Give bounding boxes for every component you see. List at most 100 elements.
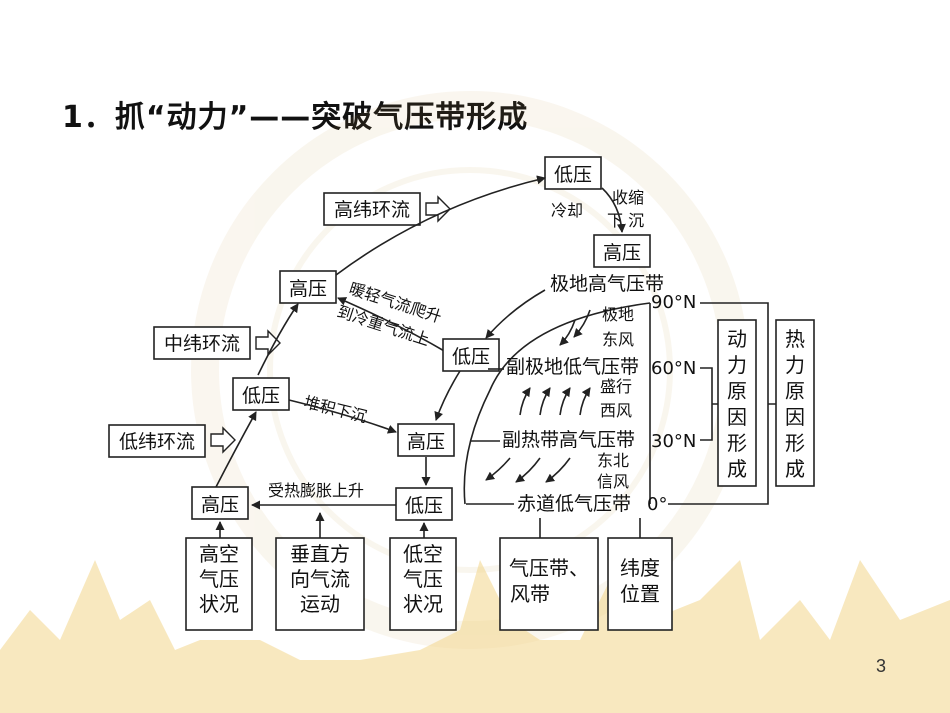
vertical-motion-line-3: 运动 [300, 592, 340, 616]
dynamic-line-5: 形 [727, 431, 747, 455]
upper-low-lat-flow [288, 399, 397, 434]
lower-pressure-state-box [389, 537, 457, 631]
westerly-wind-arrow-3 [559, 387, 571, 416]
dynamic-line-4: 因 [727, 405, 747, 429]
polar-surface-flow [485, 289, 546, 339]
mid-low-left-box [232, 377, 290, 411]
heat-rise-label: 受热膨胀上升 [268, 481, 364, 500]
thermal-line-4: 因 [785, 405, 805, 429]
top-low-box [544, 156, 602, 190]
mid-lat-hollow-arrow [255, 329, 281, 357]
belts-line-2: 风带 [510, 582, 550, 606]
low-lat-hollow-arrow [210, 426, 236, 454]
vertical-motion-line-1: 垂直方 [290, 542, 350, 566]
lower-state-line-1: 低空 [403, 542, 443, 566]
pressure-wind-belts-box [499, 537, 599, 631]
high-lat-hollow-arrow [425, 195, 451, 223]
polar-east-wind-arrow-2 [573, 309, 591, 338]
decorative-flame-strip [0, 560, 950, 713]
upper-high-left-label: 高压 [289, 278, 327, 300]
westerly-wind-arrow-2 [539, 387, 551, 416]
top-high-label: 高压 [603, 242, 641, 264]
mid-high-right-box [397, 423, 455, 457]
equatorial-low-belt-label: 赤道低气压带 [517, 493, 631, 515]
thermal-line-1: 热 [785, 327, 805, 351]
bottom-low-box [395, 487, 453, 521]
mid-low-right-box [442, 338, 500, 372]
slide-heading: 1．抓“动力”——突破气压带形成 [62, 100, 529, 135]
mid-lat-circulation-label: 中纬环流 [164, 333, 240, 355]
trade-wind-arrow-1 [485, 457, 511, 481]
thermal-line-2: 力 [785, 353, 805, 377]
lat-90-label: 90°N [651, 292, 696, 313]
mid-low-right-label: 低压 [452, 346, 490, 368]
dynamic-line-2: 力 [727, 353, 747, 377]
top-high-box [593, 234, 651, 268]
high-cell-upper-flow [335, 175, 546, 276]
thermal-bracket [668, 302, 776, 505]
low-lat-circulation-label: 低纬环流 [119, 431, 195, 453]
trade-wind-arrow-2 [515, 457, 541, 483]
thermal-line-6: 成 [785, 457, 805, 481]
mid-high-right-label: 高压 [407, 431, 445, 453]
lower-state-line-3: 状况 [403, 592, 443, 616]
polar-high-belt-label: 极地高气压带 [550, 273, 664, 295]
latitude-line-2: 位置 [620, 582, 660, 606]
low-cell-left-flow [215, 411, 257, 488]
upper-state-line-1: 高空 [199, 542, 239, 566]
dynamic-bracket [700, 367, 718, 441]
upper-high-left-box [279, 270, 337, 304]
ne-trade-label-2: 信风 [597, 472, 629, 491]
polar-east-wind-arrow-1 [559, 319, 576, 346]
cool-label: 冷却 [551, 201, 583, 220]
top-low-label: 低压 [554, 164, 592, 186]
trade-wind-arrow-3 [545, 457, 571, 483]
dynamic-line-6: 成 [727, 457, 747, 481]
upper-state-line-2: 气压 [199, 567, 239, 591]
subpolar-low-belt-label: 副极地低气压带 [506, 356, 639, 378]
vertical-motion-box [275, 537, 365, 631]
pile-down-label: 堆积下沉 [302, 392, 369, 426]
shrink-label-1: 收缩 [612, 188, 644, 207]
belts-line-1: 气压带、 [509, 556, 589, 580]
mid-lat-circulation-box [153, 326, 251, 360]
bottom-high-box [191, 486, 249, 520]
upper-state-line-3: 状况 [199, 592, 239, 616]
thermal-line-3: 原 [785, 379, 805, 403]
vertical-motion-line-2: 向气流 [290, 567, 350, 591]
low-lat-circulation-box [108, 424, 206, 458]
lat-30-label: 30°N [651, 431, 696, 452]
lat-0-label: 0° [647, 494, 667, 515]
high-lat-circulation-box [323, 192, 421, 226]
subtropical-high-belt-label: 副热带高气压带 [502, 429, 635, 451]
polar-east-label-1: 极地 [602, 305, 634, 324]
mid-low-left-label: 低压 [242, 385, 280, 407]
bottom-high-label: 高压 [201, 494, 239, 516]
westerly-label-1: 盛行 [600, 377, 632, 396]
westerly-wind-arrow-1 [519, 387, 531, 416]
dynamic-line-3: 原 [727, 379, 747, 403]
dynamic-line-1: 动 [727, 327, 747, 351]
sink-arrow [601, 187, 626, 233]
mid-cell-right-flow [434, 370, 461, 421]
bottom-low-label: 低压 [405, 495, 443, 517]
mid-cell-left-flow [257, 303, 299, 376]
page-number: 3 [876, 656, 887, 676]
upper-pressure-state-box [185, 537, 253, 631]
ne-trade-label-1: 东北 [597, 451, 629, 470]
high-lat-circulation-label: 高纬环流 [334, 199, 410, 221]
latitude-position-box [607, 537, 673, 631]
lat-60-label: 60°N [651, 358, 696, 379]
lower-state-line-2: 气压 [403, 567, 443, 591]
polar-east-label-2: 东风 [602, 330, 634, 349]
westerly-label-2: 西风 [600, 401, 632, 420]
westerly-wind-arrow-4 [579, 387, 591, 416]
latitude-line-1: 纬度 [620, 556, 660, 580]
front-uplift-arrow [337, 297, 447, 353]
thermal-cause-box [775, 319, 815, 487]
shrink-label-2: 下 沉 [607, 211, 644, 230]
thermal-line-5: 形 [785, 431, 805, 455]
dynamic-cause-box [717, 319, 757, 487]
